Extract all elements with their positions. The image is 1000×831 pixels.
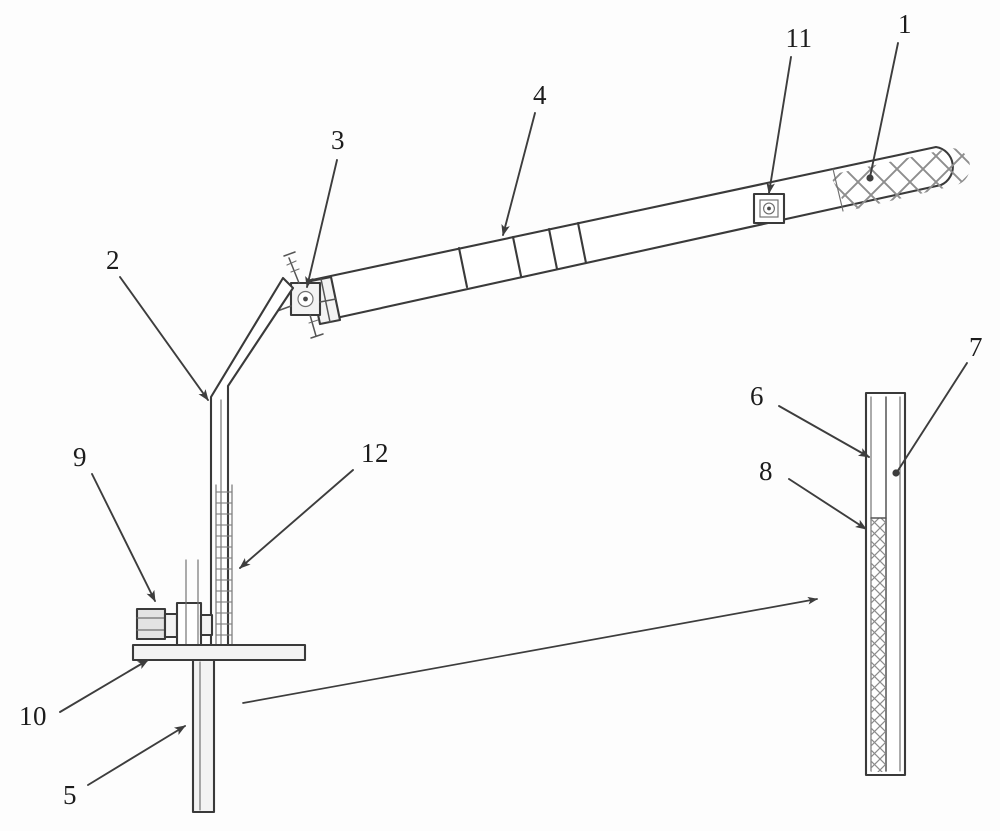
- vertical-mast-assembly: [209, 276, 295, 650]
- gearbox-output: [199, 613, 214, 637]
- leader-lines: [59, 42, 968, 786]
- callout-label-5: 5: [63, 780, 77, 810]
- arm-segment-divider-1: [457, 246, 469, 289]
- callout-label-7: 7: [969, 332, 983, 362]
- sensor-module-inner: [759, 199, 779, 218]
- leader-5: [87, 725, 186, 786]
- base-assembly: [131, 559, 307, 814]
- arm-segment-divider-2: [511, 235, 523, 278]
- motor-housing-ribs: [136, 617, 166, 631]
- leader-8: [788, 478, 867, 530]
- motor-coupling: [163, 612, 179, 639]
- rack-rungs: [216, 491, 232, 646]
- base-mounting-plate: [131, 643, 307, 662]
- ground-post-body: [191, 658, 216, 814]
- leader-7-dot: [892, 469, 900, 477]
- callout-label-6: 6: [750, 381, 764, 411]
- boom-arm-assembly: [309, 145, 970, 326]
- pivot-joint-center-dot: [303, 296, 308, 302]
- drive-motor-block[interactable]: [135, 601, 214, 647]
- detail-view-tube: [864, 391, 907, 777]
- internal-rack-ladder: [215, 484, 233, 649]
- pivot-bolt-upper-thread-2: [290, 268, 300, 273]
- callout-label-9: 9: [73, 442, 87, 472]
- callout-label-4: 4: [533, 80, 547, 110]
- leader-1-dot: [866, 174, 874, 182]
- leader-7: [896, 362, 968, 473]
- detail-view-callout-arrow: [242, 596, 819, 704]
- detail-tube-mesh-insert: [871, 518, 885, 772]
- pivot-bolt-lower-thread-1: [308, 319, 319, 324]
- arm-segment-divider-4: [576, 221, 588, 265]
- callout-labels: 1 2 3 4 5 6 7 8 9 10 11 12: [19, 9, 983, 810]
- callout-label-11: 11: [786, 23, 813, 53]
- motor-housing: [135, 607, 167, 641]
- pivot-stub-right: [319, 298, 337, 303]
- leader-3: [305, 159, 338, 289]
- leader-11: [766, 56, 792, 195]
- mast-body: [209, 276, 295, 650]
- callout-label-12: 12: [361, 438, 389, 468]
- pivot-bolt-lower-head: [310, 333, 324, 339]
- leader-2: [119, 276, 209, 401]
- callout-label-10: 10: [19, 701, 47, 731]
- arm-segment-divider-3: [547, 227, 559, 271]
- sensor-module-dot-icon: [767, 206, 771, 211]
- arm-mesh-boundary: [832, 168, 844, 212]
- gearbox-body: [175, 601, 203, 647]
- leader-10: [59, 659, 149, 713]
- callout-label-3: 3: [331, 125, 345, 155]
- pivot-bolt-upper-thread-1: [286, 260, 297, 266]
- pivot-bolt-lower-shaft: [309, 314, 317, 337]
- callout-label-8: 8: [759, 456, 773, 486]
- arm-tip-mesh: [830, 148, 970, 211]
- leader-6: [778, 405, 870, 458]
- pivot-bolt-upper-head: [283, 251, 296, 257]
- callout-label-1: 1: [898, 9, 912, 39]
- leader-9: [91, 473, 156, 603]
- ground-post: [191, 658, 216, 814]
- sensor-module[interactable]: [752, 192, 786, 225]
- callout-label-2: 2: [106, 245, 120, 275]
- leader-4: [501, 112, 536, 237]
- leader-1: [869, 42, 899, 178]
- leader-12: [239, 469, 354, 569]
